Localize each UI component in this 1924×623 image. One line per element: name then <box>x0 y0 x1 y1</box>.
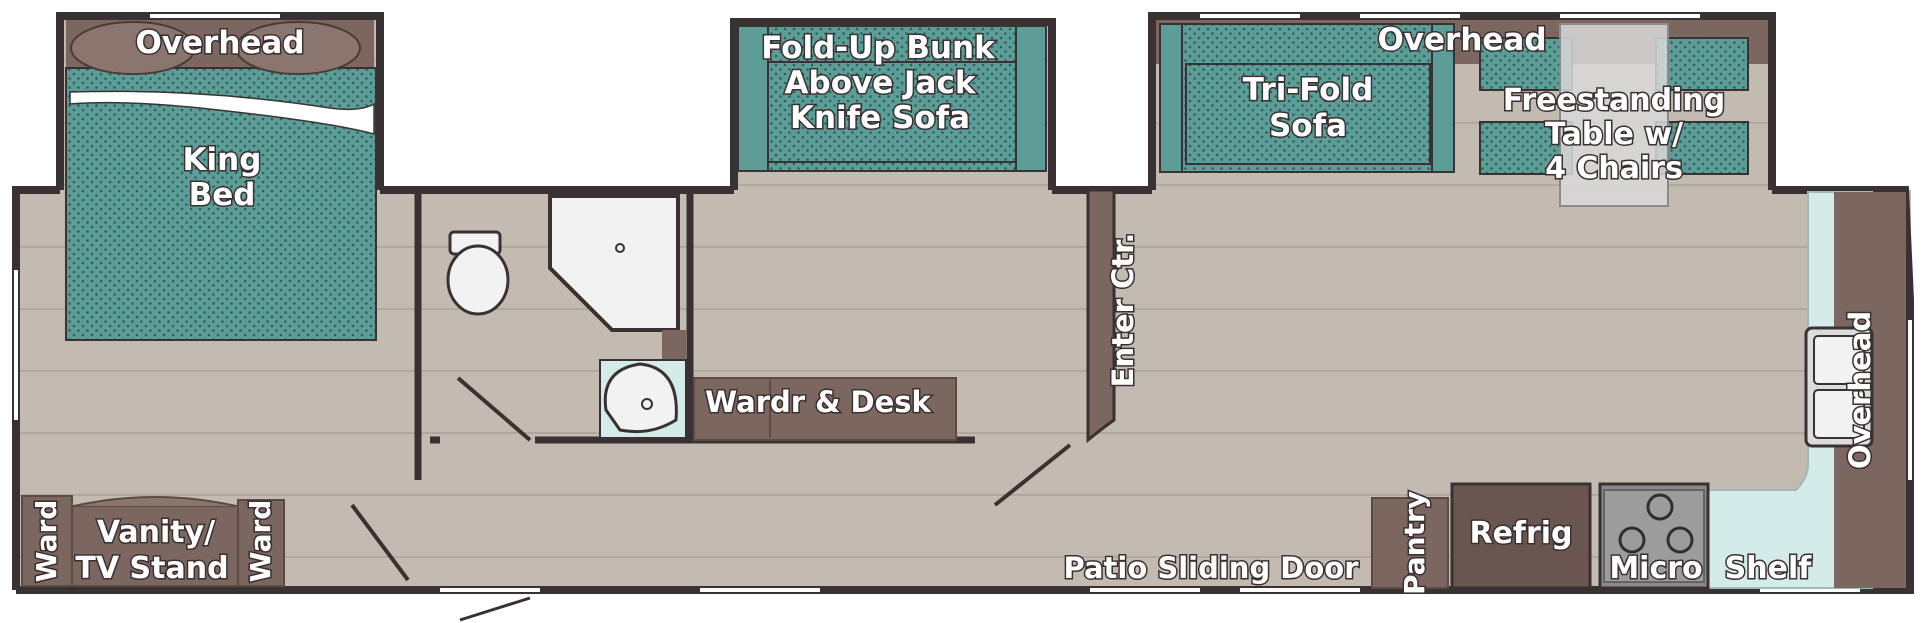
bath-cabinet <box>662 330 686 360</box>
wardrobe-right <box>237 499 285 587</box>
pantry-label: Pantry <box>1398 491 1431 595</box>
micro-label: Micro <box>1609 551 1702 586</box>
living-slide: Overhead Tri-Fold Sofa Freestanding Tabl… <box>1156 20 1768 207</box>
entertainment-center: Enter Ctr. <box>1086 188 1142 444</box>
sofa-label-line1: Tri-Fold <box>1243 72 1374 108</box>
freestanding-table <box>1559 23 1669 207</box>
vanity-label-line2: TV Stand <box>75 551 228 586</box>
windows <box>14 14 1912 592</box>
shelf-label: Shelf <box>1725 551 1813 586</box>
bunk-label-line1: Fold-Up Bunk <box>761 30 996 66</box>
kitchen-appliances: Pantry Refrig Micro Shelf <box>1371 482 1814 597</box>
sofa-label-line2: Sofa <box>1269 108 1347 144</box>
pantry-cabinet <box>1371 497 1449 589</box>
bed-sheet-fold <box>69 90 375 135</box>
bedroom-overhead-label: Overhead <box>135 25 304 61</box>
king-bed-label-line2: Bed <box>189 177 256 213</box>
doors <box>350 376 1072 582</box>
wardrobe-desk: Wardr & Desk <box>693 377 957 441</box>
refrigerator <box>1450 482 1592 590</box>
bath-sink <box>603 362 678 434</box>
ward-left-label: Ward <box>30 500 63 583</box>
bathroom <box>446 194 687 439</box>
bunk-label-line3: Knife Sofa <box>790 100 970 136</box>
bath-faucet <box>641 398 653 410</box>
kitchen-counter <box>1707 191 1873 589</box>
bunk-label-line2: Above Jack <box>785 65 977 101</box>
jack-knife-sofa: Fold-Up Bunk Above Jack Knife Sofa <box>737 25 1047 172</box>
patio-sliding-door-label: Patio Sliding Door <box>1063 551 1359 585</box>
table-label-line2: Table w/ <box>1545 117 1683 152</box>
kitchen-overhead-label: Overhead <box>1843 311 1877 469</box>
toilet-bowl <box>446 244 510 316</box>
ward-right-label: Ward <box>244 500 277 583</box>
shower-drain <box>615 243 625 253</box>
chair-4 <box>1655 121 1749 175</box>
pillow-right <box>235 21 361 75</box>
vanity-label-line1: Vanity/ <box>97 515 215 550</box>
vanity-tv-stand: Ward Vanity/ TV Stand Ward <box>21 495 285 588</box>
kitchen: Overhead <box>1707 191 1906 589</box>
chair-1 <box>1479 37 1573 91</box>
table-label-line3: 4 Chairs <box>1545 151 1683 186</box>
wardrobe-left <box>21 495 73 587</box>
chair-2 <box>1655 37 1749 91</box>
shower <box>548 194 680 332</box>
pillow-left <box>70 21 196 75</box>
table-label-line1: Freestanding <box>1503 83 1725 118</box>
entry-step <box>459 596 531 622</box>
bedroom: Overhead King Bed <box>65 20 377 341</box>
enter-ctr-label: Enter Ctr. <box>1106 233 1140 388</box>
wardr-desk-label: Wardr & Desk <box>705 385 931 419</box>
burners <box>1618 493 1694 554</box>
king-bed-label-line1: King <box>183 142 262 178</box>
refrig-label: Refrig <box>1469 516 1572 551</box>
living-overhead-label: Overhead <box>1377 22 1546 58</box>
